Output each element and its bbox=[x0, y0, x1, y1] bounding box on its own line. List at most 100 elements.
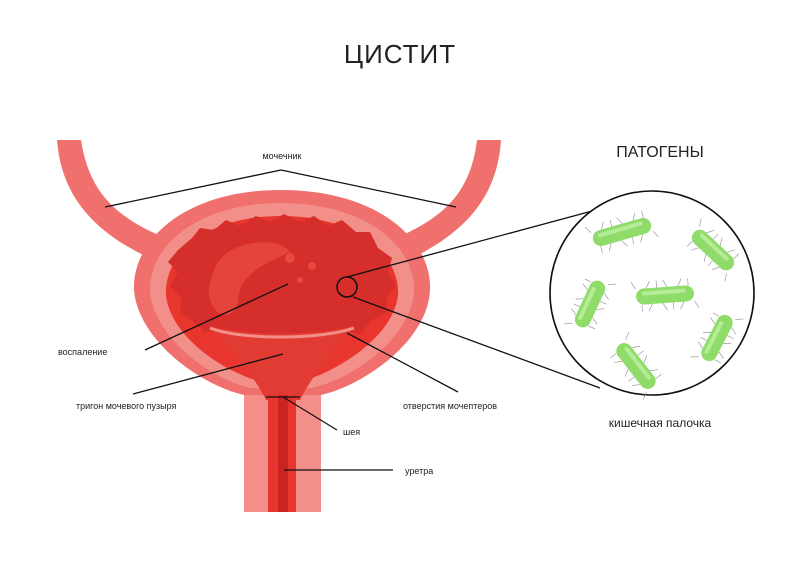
bacterium-pilus bbox=[662, 302, 668, 311]
pathogens-heading: ПАТОГЕНЫ bbox=[616, 144, 703, 161]
bacterium-pilus bbox=[731, 327, 737, 335]
bacterium-pilus bbox=[600, 246, 603, 254]
bacterium-pilus bbox=[719, 237, 723, 246]
label-ureter: мочечник bbox=[262, 151, 301, 161]
bacterium-pilus bbox=[609, 219, 613, 227]
bacterium-pilus bbox=[735, 318, 744, 320]
trigone-leader bbox=[132, 353, 284, 395]
bacterium-pilus bbox=[571, 308, 577, 316]
bacterium-pilus bbox=[694, 300, 700, 308]
bacterium-pilus bbox=[640, 234, 643, 243]
bacterium bbox=[630, 278, 700, 312]
bacterium-pilus bbox=[621, 240, 628, 247]
bacterium-pilus bbox=[712, 312, 720, 317]
bacterium-pilus bbox=[714, 359, 722, 364]
bacterium-pilus bbox=[649, 369, 658, 372]
label-ureteral-openings: отверстия мочептеров bbox=[403, 401, 497, 411]
bacterium-pilus bbox=[584, 226, 592, 233]
bacterium bbox=[584, 210, 660, 254]
bacterium-highlight bbox=[641, 288, 686, 296]
bacterium-pilus bbox=[584, 278, 592, 283]
bacterium-pilus bbox=[625, 332, 630, 340]
bacterium-pilus bbox=[601, 221, 604, 230]
bacterium-pilus bbox=[677, 278, 682, 287]
zoom-line-top bbox=[346, 206, 608, 278]
bacterium-pilus bbox=[723, 342, 732, 345]
mucosa-speck bbox=[285, 253, 295, 263]
bacterium-pilus bbox=[575, 298, 584, 300]
bacterium-pilus bbox=[592, 317, 598, 325]
bacterium-pilus bbox=[632, 384, 641, 386]
leader-lines bbox=[104, 169, 608, 471]
bacterium-pilus bbox=[641, 210, 644, 218]
bacterium-pilus bbox=[599, 300, 607, 305]
bacterium-pilus bbox=[718, 351, 724, 359]
bacterium-highlight bbox=[578, 287, 596, 321]
mucosa-speck bbox=[308, 262, 316, 270]
bacterium-pilus bbox=[648, 303, 653, 312]
bacterium-pilus bbox=[702, 331, 711, 334]
bacterium-pilus bbox=[607, 283, 616, 286]
urethra-core bbox=[278, 395, 288, 512]
bacterium-pilus bbox=[645, 280, 650, 289]
bacterium-pilus bbox=[637, 350, 644, 356]
bacterium-pilus bbox=[691, 247, 700, 251]
bacterium-pilus bbox=[655, 373, 662, 379]
bacterium-pilus bbox=[610, 353, 617, 359]
bacterium bbox=[610, 332, 662, 400]
bacterium-pilus bbox=[707, 260, 713, 267]
bacterium-pilus bbox=[652, 231, 660, 238]
ureter-leader-right bbox=[280, 169, 457, 208]
bacterium-pilus bbox=[631, 346, 640, 348]
bacterium-pilus bbox=[662, 279, 668, 288]
bacteria-caption: кишечная палочка bbox=[609, 416, 712, 430]
label-urethra: уретра bbox=[405, 466, 433, 476]
bacterium-pilus bbox=[699, 218, 702, 227]
bacterium-pilus bbox=[713, 233, 719, 240]
bacterium-pilus bbox=[631, 237, 635, 245]
bacterium-pilus bbox=[711, 266, 720, 270]
bacterium-pilus bbox=[624, 368, 629, 377]
bacterium-pilus bbox=[573, 303, 581, 308]
left-ureter bbox=[57, 140, 175, 265]
bacterium-pilus bbox=[632, 212, 636, 221]
bacterium bbox=[564, 278, 616, 330]
bacterium-pilus bbox=[700, 336, 707, 341]
bacterium-pilus bbox=[703, 254, 707, 263]
bacterium-pilus bbox=[630, 282, 636, 290]
bacterium-pilus bbox=[690, 356, 699, 358]
bacterium-pilus bbox=[643, 355, 648, 364]
mucosa-speck bbox=[297, 277, 303, 283]
bacterium-pilus bbox=[616, 217, 623, 224]
bacterium-pilus bbox=[603, 292, 609, 300]
bacterium-highlight bbox=[699, 233, 729, 261]
bacterium-pilus bbox=[706, 230, 715, 234]
inflammation-leader bbox=[144, 283, 289, 351]
pathogen-magnified-view bbox=[549, 190, 755, 400]
bacterium-pilus bbox=[596, 308, 605, 310]
ureteral-openings-curve bbox=[209, 326, 355, 339]
bacteria-group bbox=[564, 210, 744, 400]
bacterium-pilus bbox=[727, 335, 734, 340]
bacterium-pilus bbox=[614, 360, 623, 363]
neck-leader-b bbox=[282, 396, 338, 431]
bacterium-pilus bbox=[608, 243, 612, 252]
bacterium-pilus bbox=[564, 322, 573, 325]
bacterium-highlight bbox=[704, 321, 724, 354]
bacterium-pilus bbox=[680, 301, 685, 310]
bacterium-pilus bbox=[733, 253, 740, 259]
page-title: ЦИСТИТ bbox=[344, 39, 456, 69]
bladder-illustration bbox=[57, 140, 501, 512]
right-ureter bbox=[387, 140, 501, 265]
zoom-line-bottom bbox=[352, 296, 601, 389]
bacterium-pilus bbox=[697, 341, 703, 349]
bacterium-pilus bbox=[582, 283, 588, 291]
bacterium-body bbox=[616, 343, 656, 389]
ureteral-openings-leader bbox=[346, 332, 459, 393]
bacterium-pilus bbox=[628, 376, 635, 382]
bacterium-highlight bbox=[624, 347, 651, 380]
label-trigone: тригон мочевого пузыря bbox=[76, 401, 177, 411]
bacterium-body bbox=[691, 229, 735, 271]
ureter-leader-left bbox=[104, 169, 282, 208]
